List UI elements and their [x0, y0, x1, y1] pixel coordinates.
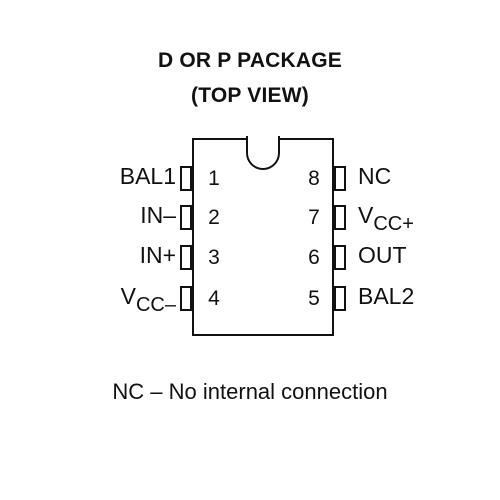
pin-8-number: 8 — [308, 167, 320, 190]
pin-8-label: NC — [358, 163, 392, 189]
pin-1-number: 1 — [208, 167, 220, 190]
pin-3-label: IN+ — [139, 242, 176, 268]
chip-notch — [246, 136, 280, 170]
pin-5-lead — [334, 286, 346, 311]
pin-4-number: 4 — [208, 287, 220, 310]
pin-5-number: 5 — [308, 287, 320, 310]
pin-3-lead — [180, 245, 192, 270]
view-subtitle: (TOP VIEW) — [191, 84, 309, 107]
pin-3-number: 3 — [208, 246, 220, 269]
pin-6-label: OUT — [358, 242, 407, 268]
pin-7-lead — [334, 205, 346, 230]
pin-5-label: BAL2 — [358, 283, 415, 309]
pin-7-number: 7 — [308, 206, 320, 229]
chip-body — [192, 138, 334, 336]
pin-1-label: BAL1 — [119, 163, 176, 189]
pin-2-lead — [180, 205, 192, 230]
package-title: D OR P PACKAGE — [157, 49, 343, 72]
pin-6-lead — [334, 245, 346, 270]
pin-7-label: VCC+ — [358, 202, 414, 236]
pin-2-label: IN– — [140, 202, 176, 228]
pin-2-number: 2 — [208, 206, 220, 229]
pin-4-label: VCC– — [120, 283, 176, 317]
pin-8-lead — [334, 166, 346, 191]
pin-4-lead — [180, 286, 192, 311]
pin-6-number: 6 — [308, 246, 320, 269]
footnote: NC – No internal connection — [112, 379, 388, 404]
pin-1-lead — [180, 166, 192, 191]
